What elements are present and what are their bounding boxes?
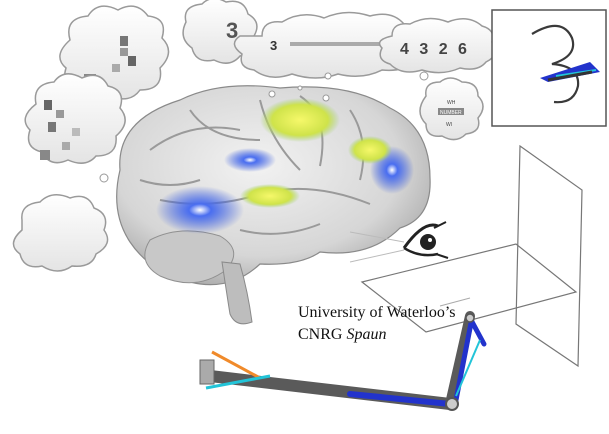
thought-bubble-small-text: WH NUMBER WI (420, 78, 483, 140)
caption-model-name: Spaun (346, 326, 386, 343)
small-text-line-1: WH (447, 100, 456, 106)
bubble-dot (100, 174, 108, 182)
thought-bubble-bottom-left (13, 195, 107, 271)
handwriting-panel (492, 10, 606, 126)
bubble-dot (420, 72, 428, 80)
caption: University of Waterloo’s CNRG Spaun (298, 302, 508, 346)
activation-temporal (156, 186, 244, 234)
caption-prefix: CNRG (298, 326, 346, 343)
arm-elbow-joint (446, 398, 458, 410)
bubble-dot (325, 73, 331, 79)
caption-line-1: University of Waterloo’s (298, 302, 508, 324)
activation-mid (240, 184, 300, 208)
brain-icon (117, 86, 430, 324)
digit-three-text: 3 (270, 38, 277, 53)
activation-frontal-yellow (348, 136, 392, 164)
small-text-line-2: NUMBER (440, 110, 462, 116)
thought-bubble-mid-left (25, 74, 125, 163)
activation-parietal (260, 98, 340, 142)
small-text-line-3: WI (446, 122, 452, 128)
thought-bubble-sequence: 4 3 2 6 (380, 18, 496, 72)
eye-icon (404, 222, 448, 258)
sequence-text: 4 3 2 6 (400, 41, 470, 58)
activation-motor (224, 148, 276, 172)
arm-base (200, 360, 214, 384)
caption-line-2: CNRG Spaun (298, 324, 508, 346)
